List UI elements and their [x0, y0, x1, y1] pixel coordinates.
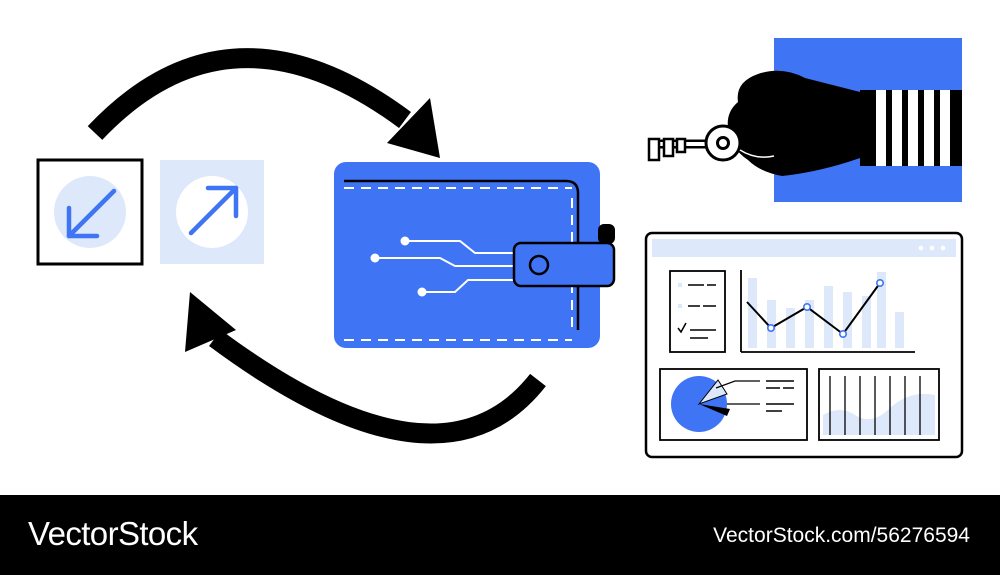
hand-with-key-illustration [647, 38, 962, 202]
circuit-lines [375, 240, 520, 293]
dashboard-line-point [802, 302, 811, 311]
dashboard-bar [862, 296, 871, 348]
bar-line-chart [740, 270, 915, 353]
top-arc-arrow [87, 48, 411, 140]
checklist-panel [669, 270, 726, 353]
arrow-up-right-icon [188, 185, 239, 236]
pie-chart-panel [659, 368, 808, 441]
sleeve-stripes [876, 90, 950, 166]
dashboard-bar [786, 308, 795, 348]
dashboard-line-point [875, 278, 884, 287]
dashboard-bar [824, 286, 833, 348]
glove [727, 70, 860, 176]
brand-name: VectorStock [28, 515, 198, 552]
illustration [36, 38, 964, 459]
area-chart-panel [818, 368, 940, 441]
dashboard-bar [895, 312, 904, 348]
wallet-clasp [512, 224, 616, 288]
footer-bar: VectorStock VectorStock.com/56276594 [0, 495, 1000, 575]
image-id-text: VectorStock.com/56276594 [713, 524, 970, 547]
dashboard-line-point [766, 323, 775, 332]
bottom-arrowhead [185, 292, 236, 352]
dashboard-bar [877, 272, 886, 348]
key-icon [647, 124, 742, 162]
top-arrowhead [387, 98, 440, 158]
receive-button[interactable] [36, 158, 144, 266]
finger [739, 149, 775, 158]
dashboard-bar [767, 300, 776, 348]
dashboard-line-point [838, 329, 847, 338]
dashboard-bar [748, 278, 757, 348]
dashboard-bar [805, 300, 814, 348]
thumb [738, 116, 774, 146]
analytics-dashboard [644, 231, 964, 459]
arrow-down-left-icon [66, 188, 117, 239]
send-button[interactable] [160, 160, 264, 264]
window-dots-icon [918, 245, 946, 251]
checkmark-icon [677, 322, 687, 334]
dashboard-bar [843, 292, 852, 348]
cycle-arrows-icon [87, 48, 546, 444]
bottom-arc-arrow [209, 329, 546, 444]
digital-wallet-icon [334, 162, 616, 348]
